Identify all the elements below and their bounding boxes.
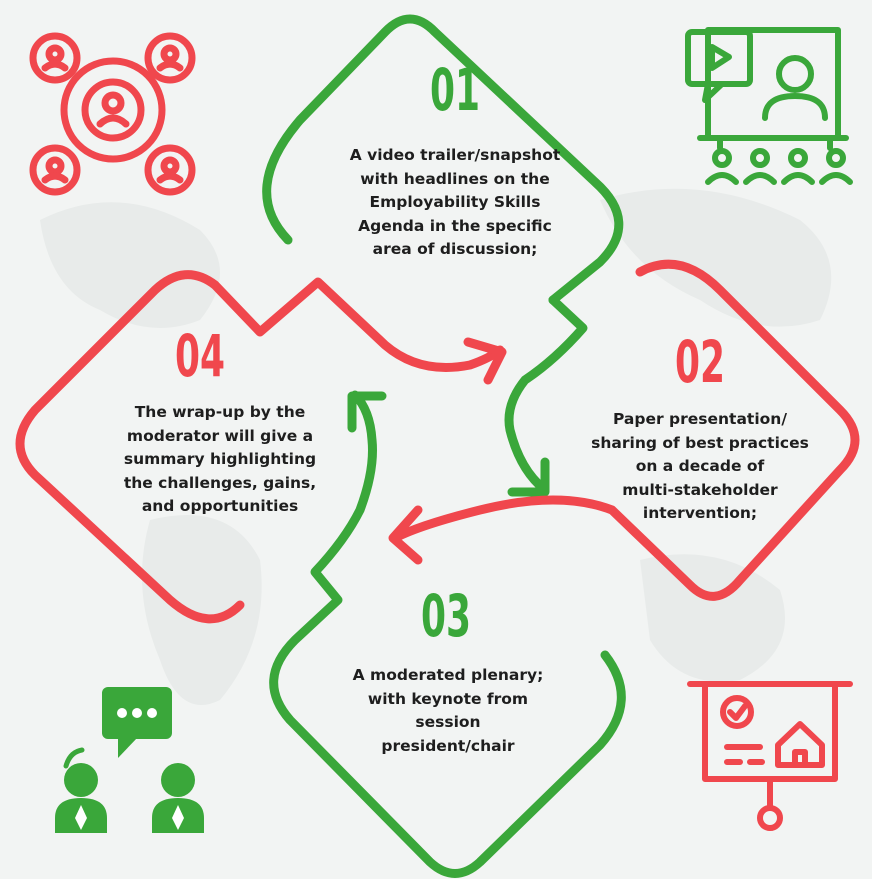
- step-01-line: A video trailer/snapshot: [349, 146, 561, 164]
- step-01-outline-link: [504, 295, 588, 495]
- step-04-line: The wrap-up by the: [134, 403, 306, 421]
- arrow-03-to-04: [347, 391, 387, 433]
- step-04-text: The wrap-up by the moderator will give a…: [80, 401, 360, 519]
- step-01-line: with headlines on the: [360, 169, 550, 188]
- presentation-audience-icon: [685, 27, 853, 185]
- step-02-line: intervention;: [642, 504, 758, 522]
- step-03-line: A moderated plenary;: [352, 666, 544, 684]
- step-01-number: 01: [429, 56, 481, 124]
- step-02-line: Paper presentation/: [612, 410, 787, 428]
- step-03-line: with keynote from: [367, 689, 529, 708]
- step-02-line: sharing of best practices: [591, 433, 809, 452]
- step-01-line: Agenda in the specific: [358, 216, 552, 235]
- step-04-line: and opportunities: [141, 497, 299, 515]
- step-02-line: on a decade of: [635, 457, 765, 475]
- arrow-01-to-02: [507, 457, 550, 497]
- step-04-line: moderator will give a: [126, 426, 314, 445]
- step-03-text: A moderated plenary; with keynote from s…: [308, 664, 588, 758]
- step-03-line: session: [415, 713, 481, 731]
- arrow-04-to-01: [463, 337, 507, 385]
- chat-people-icon: [55, 687, 204, 833]
- arrow-02-to-03: [388, 505, 423, 565]
- step-02-text: Paper presentation/ sharing of best prac…: [550, 408, 850, 526]
- step-01-line: Employability Skills: [369, 193, 541, 211]
- step-01-line: area of discussion;: [372, 240, 538, 258]
- step-04-outline: [15, 270, 505, 624]
- step-01-outline: [262, 14, 624, 305]
- step-02-line: multi-stakeholder: [622, 480, 778, 499]
- step-04-line: summary highlighting: [123, 450, 317, 468]
- step-03-line: president/chair: [381, 736, 515, 755]
- step-03-number: 03: [420, 582, 472, 650]
- world-map-background: [40, 188, 832, 705]
- step-02-number: 02: [674, 328, 726, 396]
- step-02-outline: [390, 259, 860, 601]
- presentation-board-icon: [687, 681, 853, 831]
- network-people-icon: [29, 32, 196, 196]
- step-03-outline: [269, 390, 626, 878]
- step-04-number: 04: [174, 322, 226, 390]
- step-01-text: A video trailer/snapshot with headlines …: [290, 144, 620, 262]
- step-04-line: the challenges, gains,: [123, 473, 317, 492]
